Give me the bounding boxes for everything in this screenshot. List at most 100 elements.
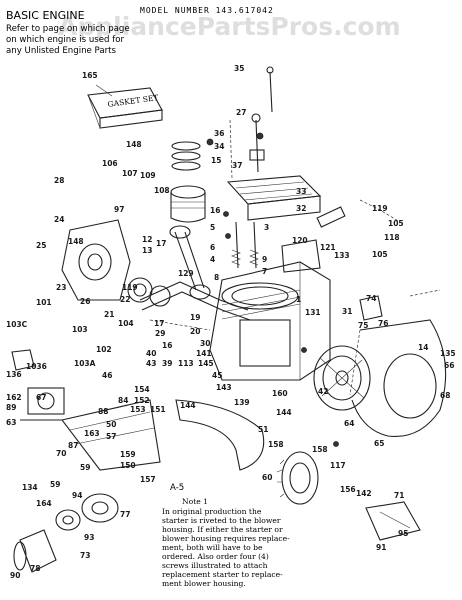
callout: 95: [398, 529, 408, 538]
callout: 71: [394, 491, 404, 500]
callout: 160: [272, 389, 288, 398]
callout: 144: [180, 401, 196, 410]
callout: 65: [374, 439, 384, 448]
callout: 36: [214, 129, 224, 138]
callout: 50: [106, 420, 116, 429]
engine-illustration: [11, 66, 447, 573]
callout: 119: [372, 204, 388, 213]
callout: 33: [296, 187, 306, 196]
callout: 164: [36, 499, 52, 508]
footnote-title: Note 1: [182, 497, 208, 506]
watermark: AppliancePartsPros.com: [58, 12, 401, 41]
callout: 43: [146, 359, 156, 368]
basic-engine-heading: BASIC ENGINE: [6, 9, 85, 22]
callout: 14: [418, 343, 428, 352]
callout: 8: [214, 273, 219, 282]
callout: 97: [114, 205, 124, 214]
callout: 158: [312, 445, 328, 454]
callout: 136: [6, 370, 22, 379]
callout: 63: [6, 418, 16, 427]
callout: 39: [162, 359, 172, 368]
footnote-line: screws illustrated to attach: [162, 561, 268, 570]
callout: 75: [358, 321, 368, 330]
callout: 45: [212, 371, 222, 380]
model-number: MODEL NUMBER 143.617042: [140, 6, 274, 15]
callout: 104: [118, 319, 134, 328]
callout: 66: [444, 361, 454, 370]
callout: 154: [134, 385, 150, 394]
callout: 22: [120, 295, 130, 304]
callout: 4: [210, 255, 215, 264]
callout: 87: [68, 441, 78, 450]
callout: 134: [22, 483, 38, 492]
callout: 25: [36, 241, 46, 250]
callout: 64: [344, 419, 354, 428]
callout: 148: [68, 237, 84, 246]
footnote-line: ordered. Also order four (4): [162, 552, 269, 561]
callout: 113: [178, 359, 194, 368]
footnote-line: housing. If either the starter or: [162, 525, 283, 534]
callout: 13: [142, 246, 152, 255]
callout: 59: [80, 463, 90, 472]
callout: 19: [190, 313, 200, 322]
callout: 106: [102, 159, 118, 168]
callout: 139: [234, 398, 250, 407]
callout: 23: [56, 283, 66, 292]
callout: 162: [6, 393, 22, 402]
callout: 35: [234, 64, 244, 73]
callout: 103A: [74, 359, 96, 368]
callout: 120: [292, 236, 308, 245]
callout: 7: [262, 267, 267, 276]
callouts: 35 165 27 36 34 148 37 15 16 106 107 109…: [6, 64, 456, 580]
callout: 135: [440, 349, 456, 358]
callout: 67: [36, 393, 46, 402]
callout: 163: [84, 429, 100, 438]
callout: 159: [120, 450, 136, 459]
callout: 70: [56, 449, 66, 458]
callout: 102: [96, 345, 112, 354]
callout: 27: [236, 108, 246, 117]
callout: 158: [268, 440, 284, 449]
callout: 141: [196, 349, 212, 358]
callout: 156: [340, 485, 356, 494]
callout: 108: [154, 186, 170, 195]
callout: 17: [156, 239, 166, 248]
footnote: Note 1 In original production the starte…: [162, 497, 290, 588]
callout: 101: [36, 298, 52, 307]
callout: 90: [10, 571, 20, 580]
callout: 121: [320, 243, 336, 252]
footnote-line: In original production the: [162, 507, 262, 516]
callout: 91: [376, 543, 386, 552]
callout: 59: [50, 480, 60, 489]
callout: 16: [162, 341, 172, 350]
callout: 17: [154, 319, 164, 328]
callout: 16: [210, 206, 220, 215]
callout: 148: [126, 140, 142, 149]
callout: 73: [80, 551, 90, 560]
callout: 12: [142, 235, 152, 244]
callout: 21: [104, 310, 114, 319]
refer-line-2: on which engine is used for: [6, 35, 125, 45]
callout: 78: [30, 564, 40, 573]
callout: 84: [118, 396, 128, 405]
callout: 117: [330, 461, 346, 470]
callout: 133: [334, 251, 350, 260]
footnote-line: ment, both will have to be: [162, 543, 263, 552]
callout: 150: [120, 461, 136, 470]
callout: 29: [155, 329, 165, 338]
callout: 46: [102, 371, 112, 380]
callout: 42: [318, 387, 328, 396]
footnote-line: blower housing requires replace-: [162, 534, 290, 543]
callout: 131: [305, 308, 321, 317]
callout: 145: [198, 359, 214, 368]
callout: 103C: [6, 320, 28, 329]
callout: 20: [190, 327, 200, 336]
callout: 40: [146, 349, 156, 358]
callout: 31: [342, 307, 352, 316]
footnote-line: ment blower housing.: [162, 579, 246, 588]
callout: 68: [440, 391, 450, 400]
callout: 157: [140, 475, 156, 484]
callout: 57: [106, 432, 116, 441]
callout: 105: [372, 250, 388, 259]
